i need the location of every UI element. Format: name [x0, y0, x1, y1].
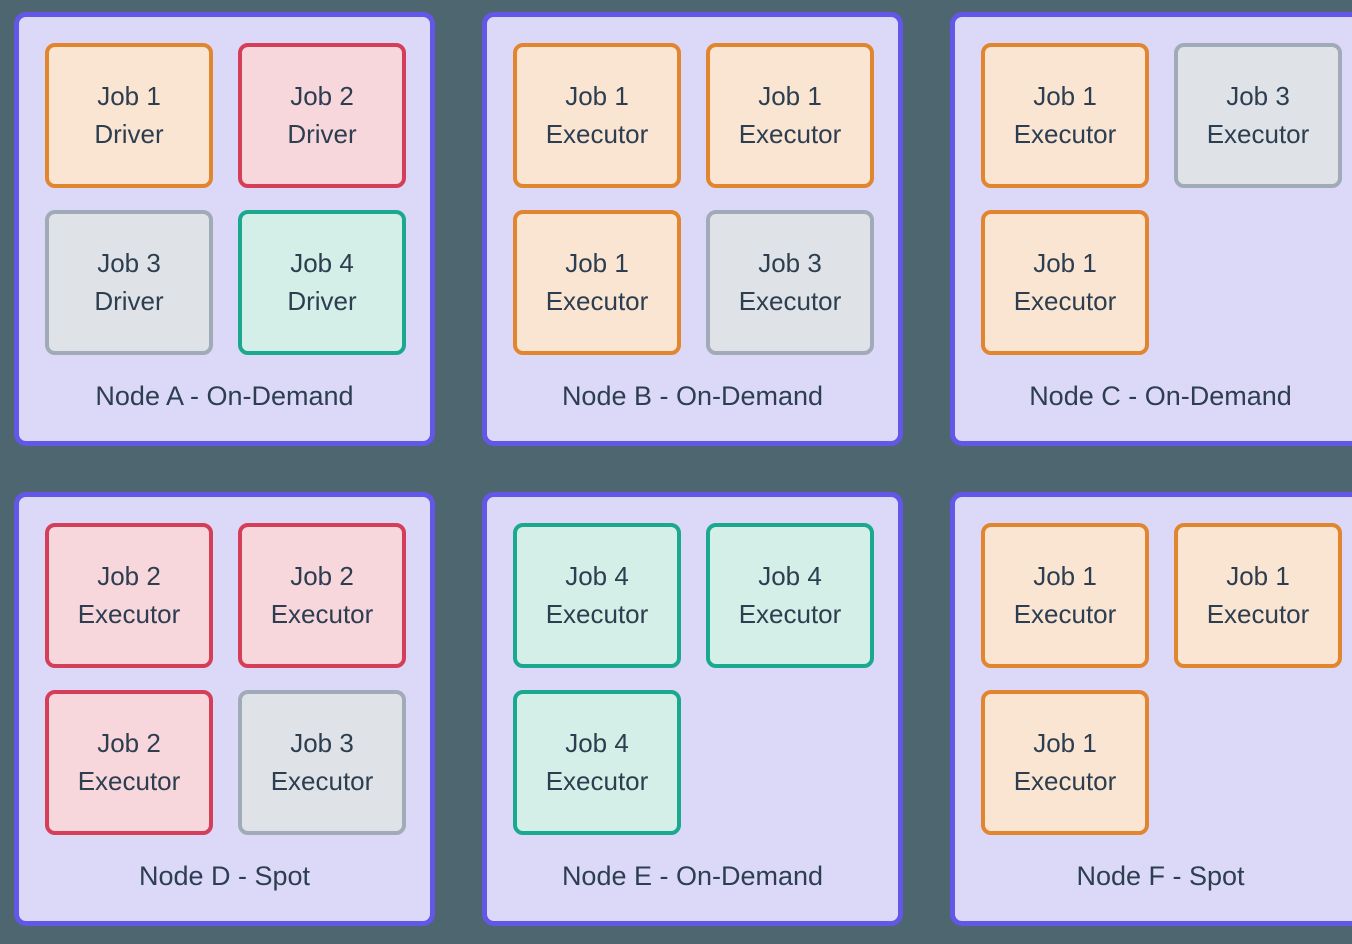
job-role: Executor	[545, 285, 649, 316]
job-box: Job 4 Executor	[513, 523, 681, 668]
job-box: Job 4 Executor	[706, 523, 874, 668]
job-box: Job 1 Executor	[981, 690, 1149, 835]
job-box: Job 4 Executor	[513, 690, 681, 835]
job-role: Executor	[738, 285, 842, 316]
job-box: Job 1 Executor	[513, 210, 681, 355]
job-name: Job 3	[1226, 80, 1290, 111]
job-role: Executor	[1206, 598, 1310, 629]
job-role: Executor	[1013, 598, 1117, 629]
job-name: Job 2	[97, 727, 161, 758]
job-name: Job 4	[758, 560, 822, 591]
job-role: Executor	[738, 598, 842, 629]
job-role: Executor	[270, 598, 374, 629]
job-role: Executor	[270, 765, 374, 796]
job-name: Job 4	[565, 727, 629, 758]
job-role: Executor	[545, 118, 649, 149]
job-name: Job 2	[97, 560, 161, 591]
job-name: Job 1	[1033, 560, 1097, 591]
node-label-c: Node C - On-Demand	[1029, 380, 1292, 411]
job-role: Executor	[1013, 118, 1117, 149]
node-label-d: Node D - Spot	[138, 860, 311, 891]
job-role: Executor	[738, 118, 842, 149]
node-label-b: Node B - On-Demand	[561, 380, 824, 411]
job-box: Job 1 Executor	[1174, 523, 1342, 668]
node-label-f: Node F - Spot	[1076, 860, 1245, 891]
job-grid: Job 2 Executor Job 2 Executor Job 2 Exec…	[19, 497, 430, 835]
job-name: Job 3	[290, 727, 354, 758]
job-role: Driver	[287, 285, 357, 316]
job-box: Job 2 Executor	[45, 523, 213, 668]
job-box: Job 3 Driver	[45, 210, 213, 355]
job-grid: Job 4 Executor Job 4 Executor Job 4 Exec…	[487, 497, 898, 835]
job-name: Job 1	[97, 80, 161, 111]
job-name: Job 4	[290, 247, 354, 278]
job-box: Job 2 Executor	[238, 523, 406, 668]
job-grid: Job 1 Driver Job 2 Driver Job 3 Driver J…	[19, 17, 430, 355]
job-name: Job 1	[1033, 80, 1097, 111]
job-box: Job 1 Driver	[45, 43, 213, 188]
job-box: Job 2 Executor	[45, 690, 213, 835]
job-grid: Job 1 Executor Job 3 Executor Job 1 Exec…	[955, 17, 1352, 355]
job-role: Executor	[545, 598, 649, 629]
job-grid: Job 1 Executor Job 1 Executor Job 1 Exec…	[955, 497, 1352, 835]
job-name: Job 4	[565, 560, 629, 591]
job-role: Executor	[1206, 118, 1310, 149]
job-role: Executor	[77, 765, 181, 796]
job-role: Executor	[1013, 285, 1117, 316]
job-name: Job 1	[1226, 560, 1290, 591]
node-card-d: Job 2 Executor Job 2 Executor Job 2 Exec…	[14, 492, 435, 926]
node-card-a: Job 1 Driver Job 2 Driver Job 3 Driver J…	[14, 12, 435, 446]
job-box: Job 3 Executor	[238, 690, 406, 835]
job-role: Executor	[545, 765, 649, 796]
node-card-c: Job 1 Executor Job 3 Executor Job 1 Exec…	[950, 12, 1352, 446]
job-box: Job 3 Executor	[706, 210, 874, 355]
job-box: Job 3 Executor	[1174, 43, 1342, 188]
job-name: Job 1	[565, 247, 629, 278]
job-name: Job 1	[565, 80, 629, 111]
node-card-b: Job 1 Executor Job 1 Executor Job 1 Exec…	[482, 12, 903, 446]
job-name: Job 3	[758, 247, 822, 278]
job-box: Job 2 Driver	[238, 43, 406, 188]
job-name: Job 2	[290, 80, 354, 111]
node-card-f: Job 1 Executor Job 1 Executor Job 1 Exec…	[950, 492, 1352, 926]
job-role: Driver	[94, 118, 164, 149]
job-box: Job 1 Executor	[981, 210, 1149, 355]
node-card-e: Job 4 Executor Job 4 Executor Job 4 Exec…	[482, 492, 903, 926]
job-name: Job 1	[1033, 247, 1097, 278]
job-role: Executor	[1013, 765, 1117, 796]
job-name: Job 1	[758, 80, 822, 111]
job-name: Job 3	[97, 247, 161, 278]
job-box: Job 1 Executor	[981, 43, 1149, 188]
node-label-e: Node E - On-Demand	[561, 860, 824, 891]
job-name: Job 2	[290, 560, 354, 591]
job-box: Job 1 Executor	[513, 43, 681, 188]
job-box: Job 4 Driver	[238, 210, 406, 355]
job-role: Driver	[287, 118, 357, 149]
job-box: Job 1 Executor	[706, 43, 874, 188]
job-box: Job 1 Executor	[981, 523, 1149, 668]
job-grid: Job 1 Executor Job 1 Executor Job 1 Exec…	[487, 17, 898, 355]
node-label-a: Node A - On-Demand	[95, 380, 354, 411]
job-role: Driver	[94, 285, 164, 316]
job-role: Executor	[77, 598, 181, 629]
job-name: Job 1	[1033, 727, 1097, 758]
